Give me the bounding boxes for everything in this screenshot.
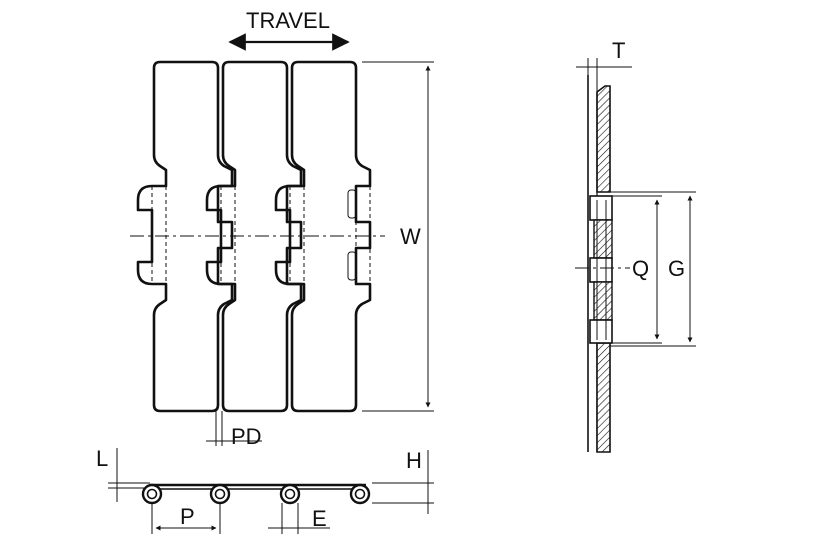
- q-label: Q: [632, 256, 649, 281]
- hinge-knuckle-2: [589, 257, 613, 283]
- p-label: P: [180, 504, 195, 529]
- h-label: H: [406, 448, 422, 473]
- hinge-knuckle-1: [589, 195, 613, 221]
- w-dimension: W: [362, 61, 434, 412]
- side-plate-upper: [596, 85, 611, 193]
- l-label: L: [96, 446, 108, 471]
- plate-top-view: PD: [130, 60, 385, 449]
- side-plate-lower: [596, 342, 611, 453]
- e-label: E: [312, 506, 327, 531]
- g-label: G: [668, 256, 685, 281]
- plate-2: [205, 60, 303, 413]
- plate-3: [274, 60, 372, 413]
- hinge-knuckle-3: [589, 319, 613, 344]
- pin-upper: [347, 189, 357, 219]
- travel-indicator: TRAVEL: [228, 8, 350, 51]
- side-elevation-view: T Q G: [575, 38, 696, 453]
- t-label: T: [612, 38, 625, 63]
- plate-1: [136, 60, 234, 413]
- w-label: W: [400, 224, 421, 249]
- pin-lower: [347, 251, 357, 281]
- profile-view: L H P E: [96, 446, 434, 534]
- pd-label: PD: [231, 424, 262, 449]
- travel-label: TRAVEL: [246, 8, 330, 33]
- hinge-hidden-lines: [151, 186, 371, 284]
